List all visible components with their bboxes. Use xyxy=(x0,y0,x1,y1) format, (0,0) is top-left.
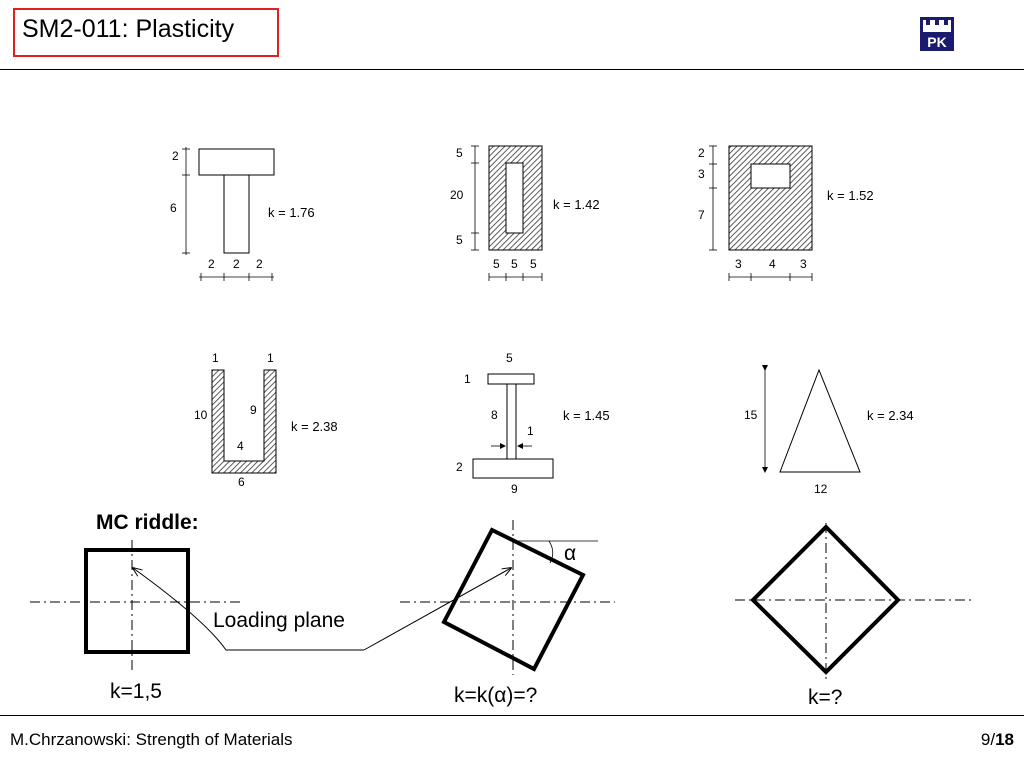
dim-label: 5 xyxy=(493,257,500,271)
dim-label: 1 xyxy=(464,372,471,386)
shape-factor-label: k = 1.76 xyxy=(268,205,315,220)
dim-label: 7 xyxy=(698,208,705,222)
loading-plane-label: Loading plane xyxy=(213,609,345,632)
rotated-square-section xyxy=(441,527,586,672)
u-channel-section: 1 1 10 9 4 6 k = 2.38 xyxy=(194,351,338,489)
dim-label: 8 xyxy=(491,408,498,422)
dim-label: 9 xyxy=(511,482,518,496)
shape-factor-label: k = 1.45 xyxy=(563,408,610,423)
footer-rule xyxy=(0,715,1024,716)
dim-label: 15 xyxy=(744,408,758,422)
i-section: 5 1 8 1 2 9 k = 1.45 xyxy=(456,351,610,496)
dim-label: 2 xyxy=(456,460,463,474)
dim-label: 3 xyxy=(735,257,742,271)
shape-factor-label: k = 1.52 xyxy=(827,188,874,203)
t-section: 2 6 2 2 2 k = 1.76 xyxy=(170,147,315,281)
dim-label: 6 xyxy=(170,201,177,215)
dim-label: 5 xyxy=(511,257,518,271)
slide-title: SM2-011: Plasticity xyxy=(22,15,235,43)
dim-label: 6 xyxy=(238,475,245,489)
dim-label: 1 xyxy=(527,424,534,438)
dim-label: 5 xyxy=(506,351,513,365)
header-rule xyxy=(0,69,1024,70)
triangle-section: 15 12 k = 2.34 xyxy=(744,365,914,496)
diamond-section xyxy=(750,524,901,675)
university-logo-icon: PK xyxy=(920,17,954,51)
alpha-label: α xyxy=(564,542,576,565)
mc-riddle: MC riddle: α Loading plane k=1,5 k=k(α)=… xyxy=(30,511,975,709)
shape-factor-label: k = 2.34 xyxy=(867,408,914,423)
svg-text:PK: PK xyxy=(927,34,946,50)
dim-label: 5 xyxy=(530,257,537,271)
shape-factor-label: k = 2.38 xyxy=(291,419,338,434)
dim-label: 3 xyxy=(698,167,705,181)
dim-label: 5 xyxy=(456,146,463,160)
dim-label: 3 xyxy=(800,257,807,271)
title-box xyxy=(13,8,279,57)
k-diamond-label: k=? xyxy=(808,686,842,709)
hollow-rectangle-slot-section: 5 20 5 5 5 5 k = 1.42 xyxy=(450,145,600,281)
dim-label: 10 xyxy=(194,408,208,422)
dim-label: 1 xyxy=(212,351,219,365)
dim-label: 4 xyxy=(769,257,776,271)
page-current: 9/ xyxy=(980,730,996,749)
page-total: 18 xyxy=(995,730,1014,749)
dim-label: 5 xyxy=(456,233,463,247)
k-square-label: k=1,5 xyxy=(110,680,162,703)
dim-label: 2 xyxy=(172,149,179,163)
dim-label: 9 xyxy=(250,403,257,417)
dim-label: 2 xyxy=(256,257,263,271)
hollow-rectangle-box-section: 2 3 7 3 4 3 k = 1.52 xyxy=(698,145,874,281)
dim-label: 12 xyxy=(814,482,828,496)
dim-label: 4 xyxy=(237,439,244,453)
page-number: 9/18 xyxy=(981,730,1014,750)
square-section xyxy=(84,548,190,654)
dim-label: 1 xyxy=(267,351,274,365)
dim-label: 2 xyxy=(208,257,215,271)
footer-author: M.Chrzanowski: Strength of Materials xyxy=(10,730,293,749)
dim-label: 2 xyxy=(233,257,240,271)
shape-factor-label: k = 1.42 xyxy=(553,197,600,212)
dim-label: 2 xyxy=(698,146,705,160)
k-rotated-label: k=k(α)=? xyxy=(454,684,537,707)
riddle-heading: MC riddle: xyxy=(96,511,199,534)
dim-label: 20 xyxy=(450,188,464,202)
